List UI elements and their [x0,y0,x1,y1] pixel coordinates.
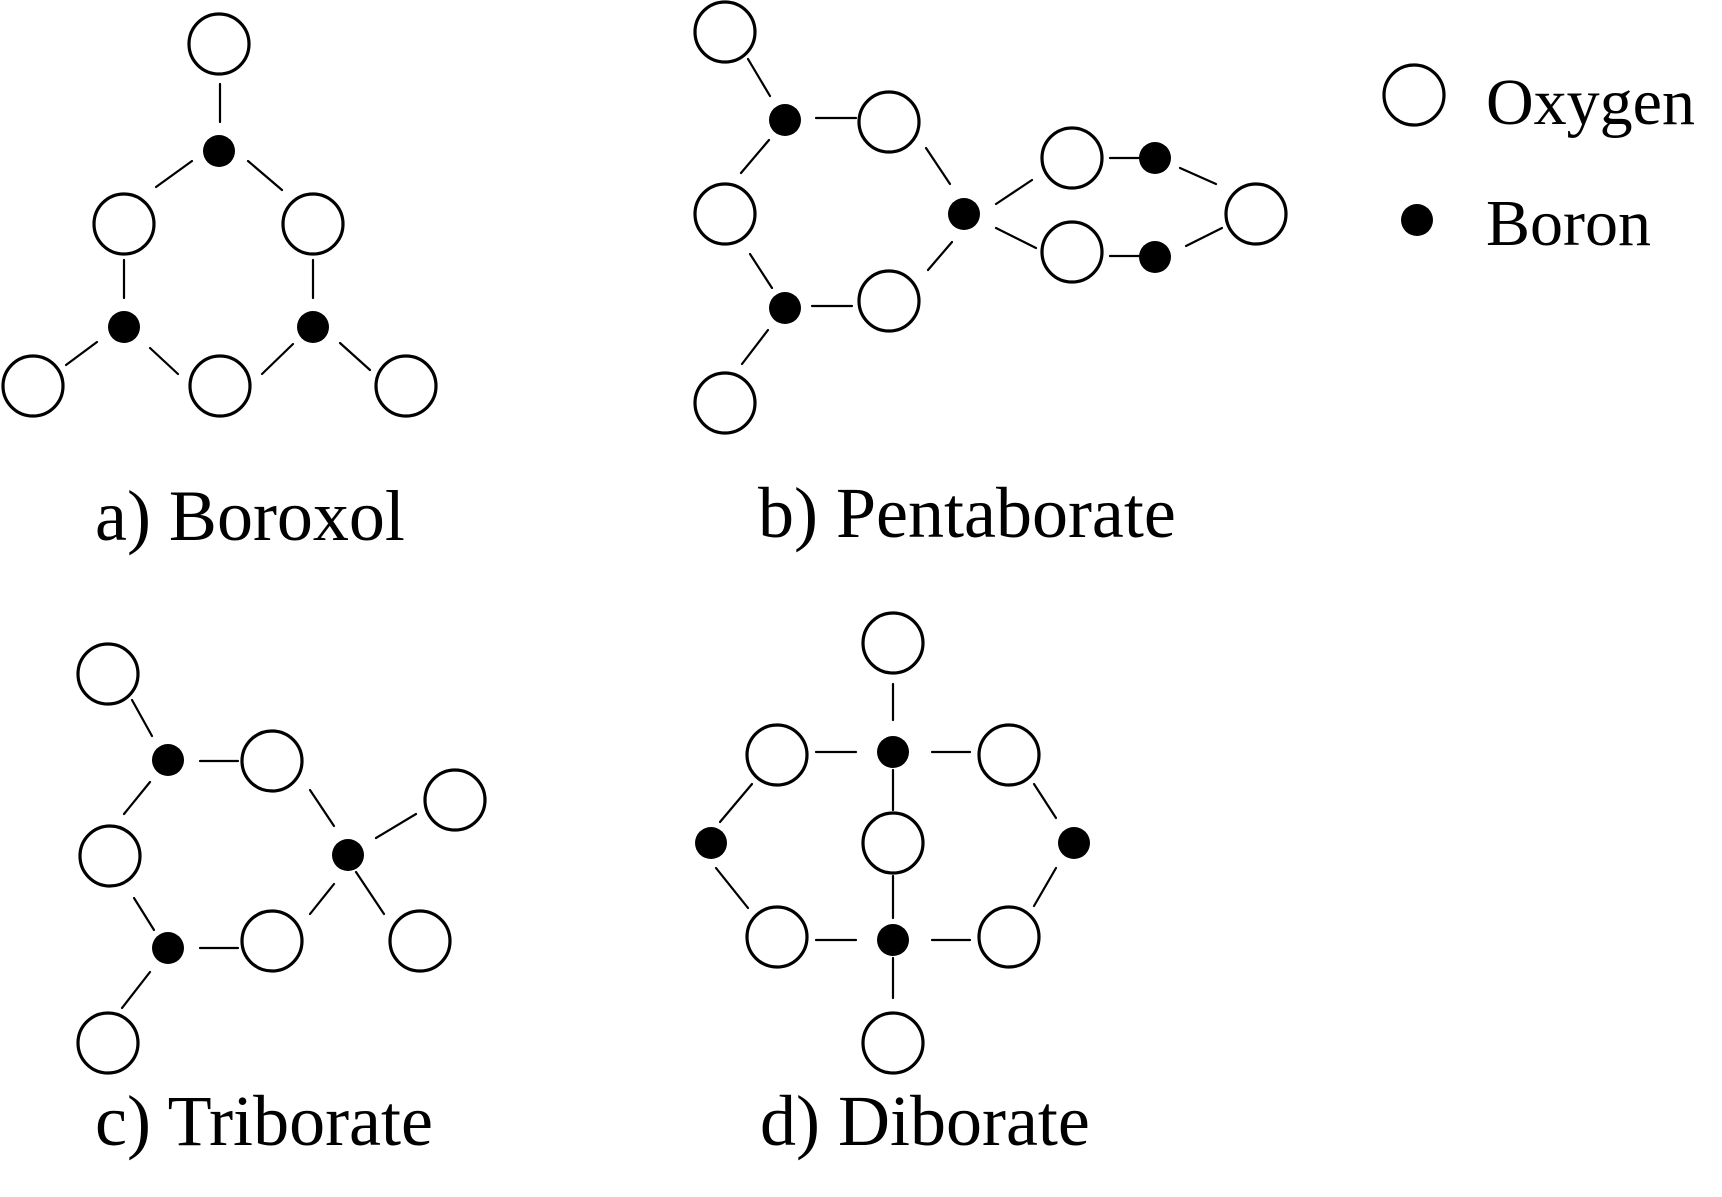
pentaborate-structure: b) Pentaborate [693,0,1288,553]
oxygen-atom [857,90,921,154]
boron-atom [152,744,184,776]
boron-atom [152,932,184,964]
diborate-bonds [714,682,1058,1000]
oxygen-atom [1224,182,1288,246]
legend-boron-label: Boron [1486,187,1651,260]
diborate-borons [695,736,1090,956]
legend-boron-symbol [1401,204,1433,236]
oxygen-atom [693,182,757,246]
oxygen-atom [76,642,140,706]
boron-atom [1139,142,1171,174]
diborate-caption: d) Diborate [760,1081,1090,1161]
boron-atom [297,311,329,343]
oxygen-atom [92,192,156,256]
legend-oxygen-label: Oxygen [1486,66,1695,139]
oxygen-atom [861,611,925,675]
boron-atom [769,104,801,136]
boron-atom [108,311,140,343]
oxygen-atom [745,723,809,787]
oxygen-atom [1040,126,1104,190]
oxygen-atom [861,811,925,875]
oxygen-atom [1,354,65,418]
oxygen-atom [281,192,345,256]
boron-atom [948,198,980,230]
boron-atom [877,736,909,768]
triborate-bonds [120,698,418,1010]
boron-atom [695,827,727,859]
oxygen-atom [977,723,1041,787]
pentaborate-bonds [739,57,1224,366]
oxygen-atom [374,354,438,418]
oxygen-atom [693,0,757,64]
triborate-structure: c) Triborate [76,642,487,1161]
oxygen-atom [78,824,142,888]
boron-atom [1058,827,1090,859]
boroxol-caption: a) Boroxol [95,476,405,556]
diborate-oxygens [745,611,1041,1075]
pentaborate-oxygens [693,0,1288,435]
pentaborate-caption: b) Pentaborate [758,473,1176,553]
oxygen-atom [861,1011,925,1075]
oxygen-atom [1040,220,1104,284]
oxygen-atom [188,354,252,418]
boroxol-bonds [64,82,372,376]
diborate-structure: d) Diborate [695,611,1090,1161]
oxygen-atom [240,729,304,793]
triborate-borons [152,744,364,964]
oxygen-atom [76,1011,140,1075]
boroxol-borons [108,135,329,343]
boron-atom [332,839,364,871]
oxygen-atom [423,768,487,832]
pentaborate-borons [769,104,1171,324]
oxygen-atom [240,909,304,973]
oxygen-atom [977,905,1041,969]
triborate-oxygens [76,642,487,1075]
legend: Oxygen Boron [1382,63,1695,260]
boron-atom [1139,241,1171,273]
boroxol-structure: a) Boroxol [1,12,438,556]
legend-oxygen-symbol [1382,63,1446,127]
oxygen-atom [745,905,809,969]
boroxol-oxygens [1,12,438,418]
oxygen-atom [857,269,921,333]
oxygen-atom [388,909,452,973]
boron-atom [769,292,801,324]
oxygen-atom [693,371,757,435]
boron-atom [877,924,909,956]
triborate-caption: c) Triborate [95,1081,433,1161]
boron-atom [203,135,235,167]
oxygen-atom [187,12,251,76]
